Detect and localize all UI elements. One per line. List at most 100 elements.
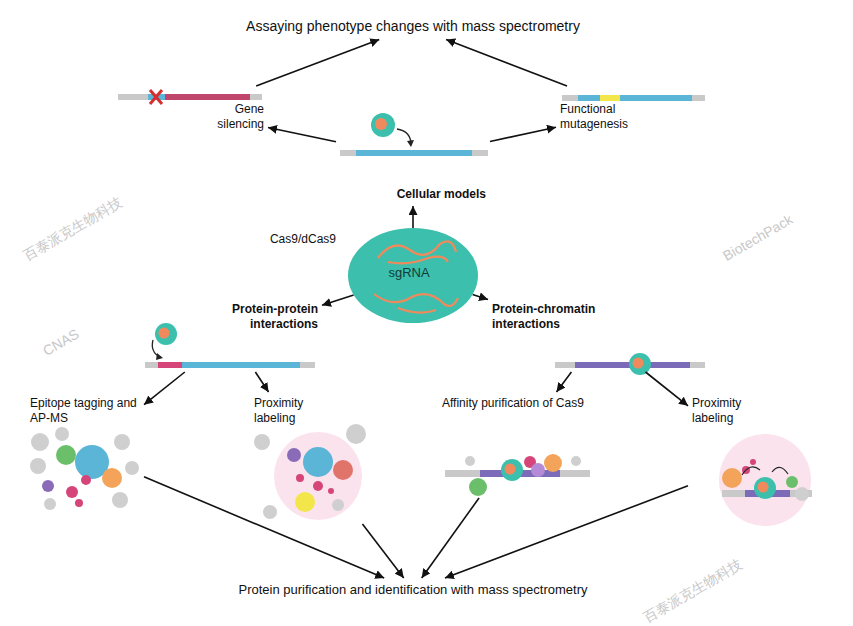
protein — [263, 505, 277, 519]
node-label: Gene silencing — [194, 102, 264, 132]
cas9-icon — [629, 353, 651, 375]
dna-segment — [620, 95, 692, 101]
protein — [722, 468, 742, 488]
process-node: Protein-chromatin interactions — [488, 298, 710, 372]
cas9-icon — [501, 459, 523, 481]
dna-segment — [356, 150, 472, 156]
arrow-connector — [412, 206, 414, 228]
cas9-icon — [375, 118, 387, 130]
labeling-radius — [719, 434, 811, 526]
dna-segment — [300, 362, 315, 368]
node-label: Protein-protein interactions — [208, 302, 318, 332]
protein — [254, 434, 270, 450]
protein — [333, 460, 353, 480]
protein — [332, 499, 344, 511]
protein — [295, 492, 315, 512]
process-node: Gene silencing — [112, 86, 268, 136]
arrow-connector — [557, 372, 572, 392]
protein — [102, 468, 122, 488]
arrow-connector — [490, 127, 556, 141]
cas9-icon — [633, 358, 644, 369]
label-dot — [750, 459, 756, 465]
chromatin-complex — [445, 454, 590, 496]
protein — [55, 427, 69, 441]
protein — [112, 492, 128, 508]
arrow-connector — [446, 40, 567, 87]
protein — [469, 478, 487, 496]
protein — [786, 476, 798, 488]
dna-segment — [600, 95, 620, 101]
node-label: Affinity purification of Cas9 — [442, 396, 584, 411]
cross-mark — [150, 90, 162, 104]
watermark: BiotechPack — [720, 211, 795, 264]
process-node: Epitope tagging and AP-MS — [26, 392, 144, 512]
cas9-icon — [155, 323, 177, 345]
dna-bar — [555, 353, 705, 375]
protein — [303, 447, 333, 477]
dna-segment — [555, 362, 575, 368]
protein — [465, 456, 475, 466]
labeling-radius — [274, 432, 362, 520]
dna-segment — [182, 362, 300, 368]
dna-segment — [690, 362, 705, 368]
arrowhead — [156, 353, 163, 360]
protein — [81, 475, 91, 485]
protein — [42, 480, 54, 492]
dna-segment — [692, 95, 705, 101]
watermark: CNAS — [40, 326, 82, 359]
cas9-icon — [159, 328, 170, 339]
curved-arrow — [742, 467, 760, 475]
label-dot — [296, 474, 304, 482]
dna-bar — [340, 113, 488, 156]
dna-segment — [578, 95, 600, 101]
rna-strand — [398, 308, 436, 313]
protein — [346, 424, 366, 444]
arrow-connector — [144, 477, 384, 578]
dna-segment — [562, 95, 578, 101]
process-node: Protein purification and identification … — [235, 578, 592, 602]
process-node: Protein-protein interactions — [140, 298, 322, 372]
cas9-icon — [505, 464, 516, 475]
protein — [287, 448, 301, 462]
enzyme-blob: Cas9/dCas9sgRNA — [348, 228, 478, 323]
cas9-icon — [371, 113, 395, 137]
rna-strand — [388, 257, 448, 264]
dna-bar — [118, 90, 262, 104]
watermark: 百泰派克生物科技 — [20, 194, 126, 266]
proximity-cloud — [254, 424, 366, 520]
process-node: Functional mutagenesis — [556, 86, 708, 136]
enzyme-body — [348, 228, 478, 323]
dna-bar — [562, 95, 705, 101]
cas9-icon — [758, 482, 769, 493]
node-label: Assaying phenotype changes with mass spe… — [246, 18, 580, 36]
dna-segment — [165, 94, 250, 100]
watermark: 百泰派克生物科技 — [640, 556, 746, 626]
node-label: Protein purification and identification … — [239, 582, 588, 598]
arrow-connector — [144, 372, 185, 405]
process-node: Affinity purification of Cas9 — [438, 392, 596, 498]
dna-segment — [250, 94, 262, 100]
protein — [75, 499, 83, 507]
cas9-icon — [754, 477, 776, 499]
protein — [795, 487, 809, 501]
arrow-connector — [255, 372, 268, 392]
protein — [125, 461, 139, 475]
process-node: Proximity labeling — [688, 392, 824, 528]
arrow-connector — [473, 295, 488, 300]
protein — [544, 454, 562, 472]
node-label: sgRNA — [348, 265, 470, 281]
node-label: Epitope tagging and AP-MS — [30, 396, 140, 426]
node-label: Protein-chromatin interactions — [492, 302, 622, 332]
arrow-connector — [422, 498, 479, 578]
node-label: Functional mutagenesis — [560, 102, 660, 132]
process-node: Cellular models — [336, 110, 490, 206]
label-dot — [328, 488, 334, 494]
process-node: Assaying phenotype changes with mass spe… — [242, 14, 584, 40]
arrow-connector — [445, 486, 688, 578]
rna-strand — [374, 294, 458, 306]
node-label: Proximity labeling — [254, 396, 338, 426]
arrow-connector — [362, 524, 403, 578]
node-label: Cellular models — [397, 187, 486, 202]
arrow-connector — [268, 127, 336, 141]
protein — [44, 498, 56, 510]
